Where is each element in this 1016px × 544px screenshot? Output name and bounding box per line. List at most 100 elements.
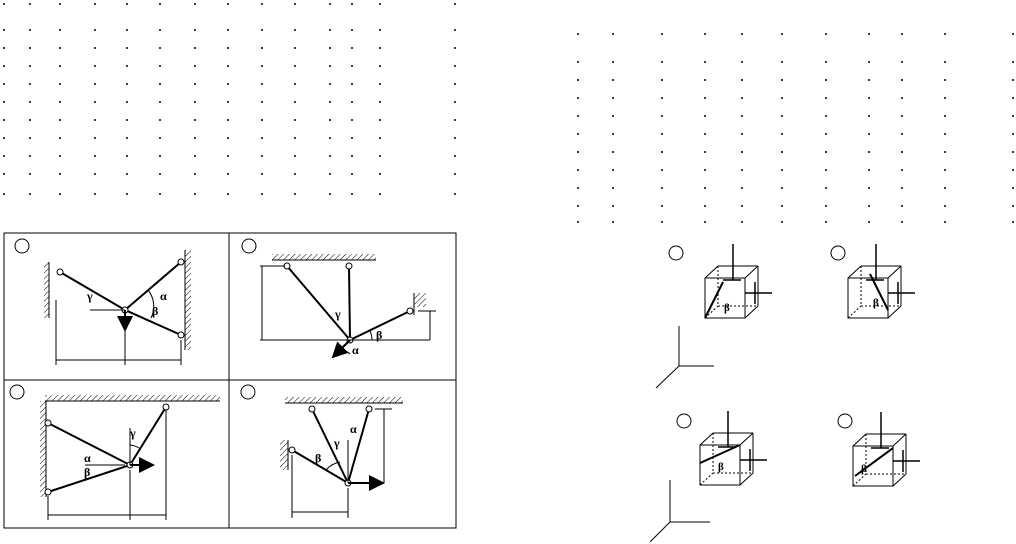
- grid-dot: [454, 47, 456, 49]
- panel-number-circle: [240, 384, 256, 400]
- grid-dot: [661, 79, 663, 81]
- grid-dot: [194, 65, 196, 67]
- grid-dot: [741, 205, 743, 207]
- grid-dot: [901, 151, 903, 153]
- grid-dot: [227, 193, 229, 195]
- grid-dot: [825, 79, 827, 81]
- grid-dot: [261, 47, 263, 49]
- grid-dot: [194, 101, 196, 103]
- grid-dot: [661, 187, 663, 189]
- grid-dot: [612, 133, 614, 135]
- dot-grid-left: [3, 3, 456, 195]
- cube-1-beta-label: β: [724, 302, 730, 314]
- grid-dot: [159, 155, 161, 157]
- cube-figures: [668, 244, 920, 487]
- grid-dot: [577, 221, 579, 223]
- grid-dot: [351, 65, 353, 67]
- grid-dot: [825, 61, 827, 63]
- grid-dot: [781, 61, 783, 63]
- grid-dot: [944, 33, 946, 35]
- grid-dot: [294, 29, 296, 31]
- grid-dot: [94, 65, 96, 67]
- grid-dot: [704, 61, 706, 63]
- grid-dot: [612, 151, 614, 153]
- dot-grid-right: [577, 33, 1014, 223]
- grid-dot: [94, 137, 96, 139]
- grid-dot: [351, 101, 353, 103]
- grid-dot: [454, 173, 456, 175]
- grid-dot: [577, 151, 579, 153]
- grid-dot: [126, 65, 128, 67]
- grid-dot: [379, 101, 381, 103]
- grid-dot: [29, 193, 31, 195]
- grid-dot: [577, 97, 579, 99]
- grid-dot: [261, 65, 263, 67]
- grid-dot: [1012, 33, 1014, 35]
- grid-dot: [781, 115, 783, 117]
- grid-dot: [94, 119, 96, 121]
- grid-dot: [194, 3, 196, 5]
- grid-dot: [901, 33, 903, 35]
- grid-dot: [1012, 205, 1014, 207]
- grid-dot: [294, 47, 296, 49]
- grid-dot: [454, 155, 456, 157]
- grid-dot: [159, 29, 161, 31]
- grid-dot: [612, 205, 614, 207]
- left-wall-hatch: [44, 262, 49, 318]
- grid-dot: [741, 187, 743, 189]
- grid-dot: [612, 115, 614, 117]
- grid-dot: [1012, 133, 1014, 135]
- grid-dot: [704, 205, 706, 207]
- grid-dot: [29, 173, 31, 175]
- grid-dot: [741, 169, 743, 171]
- grid-dot: [3, 119, 5, 121]
- grid-dot: [577, 61, 579, 63]
- grid-dot: [704, 221, 706, 223]
- grid-dot: [781, 133, 783, 135]
- grid-dot: [329, 119, 331, 121]
- grid-dot: [294, 173, 296, 175]
- grid-dot: [227, 119, 229, 121]
- grid-dot: [29, 83, 31, 85]
- grid-dot: [261, 83, 263, 85]
- grid-dot: [194, 83, 196, 85]
- grid-dot: [454, 137, 456, 139]
- grid-dot: [194, 193, 196, 195]
- grid-dot: [661, 61, 663, 63]
- grid-dot: [59, 193, 61, 195]
- grid-dot: [261, 173, 263, 175]
- grid-dot: [261, 29, 263, 31]
- grid-dot: [379, 29, 381, 31]
- grid-dot: [825, 169, 827, 171]
- grid-dot: [159, 47, 161, 49]
- grid-dot: [901, 221, 903, 223]
- grid-dot: [3, 29, 5, 31]
- truss-panel-3: α β γ: [9, 384, 220, 520]
- grid-dot: [29, 155, 31, 157]
- grid-dot: [379, 173, 381, 175]
- grid-dot: [781, 151, 783, 153]
- grid-dot: [741, 151, 743, 153]
- grid-dot: [379, 47, 381, 49]
- grid-dot: [901, 169, 903, 171]
- grid-dot: [741, 33, 743, 35]
- grid-dot: [781, 169, 783, 171]
- grid-dot: [825, 205, 827, 207]
- grid-dot: [59, 155, 61, 157]
- grid-dot: [351, 119, 353, 121]
- grid-dot: [901, 61, 903, 63]
- grid-dot: [294, 193, 296, 195]
- grid-dot: [1012, 115, 1014, 117]
- grid-dot: [159, 3, 161, 5]
- truss-panels-frame: [3, 232, 457, 529]
- grid-dot: [3, 173, 5, 175]
- axes-sketch-lower: [649, 480, 710, 543]
- grid-dot: [126, 119, 128, 121]
- grid-dot: [825, 97, 827, 99]
- grid-dot: [94, 101, 96, 103]
- grid-dot: [781, 205, 783, 207]
- grid-dot: [741, 97, 743, 99]
- grid-dot: [901, 133, 903, 135]
- grid-dot: [351, 137, 353, 139]
- grid-dot: [3, 47, 5, 49]
